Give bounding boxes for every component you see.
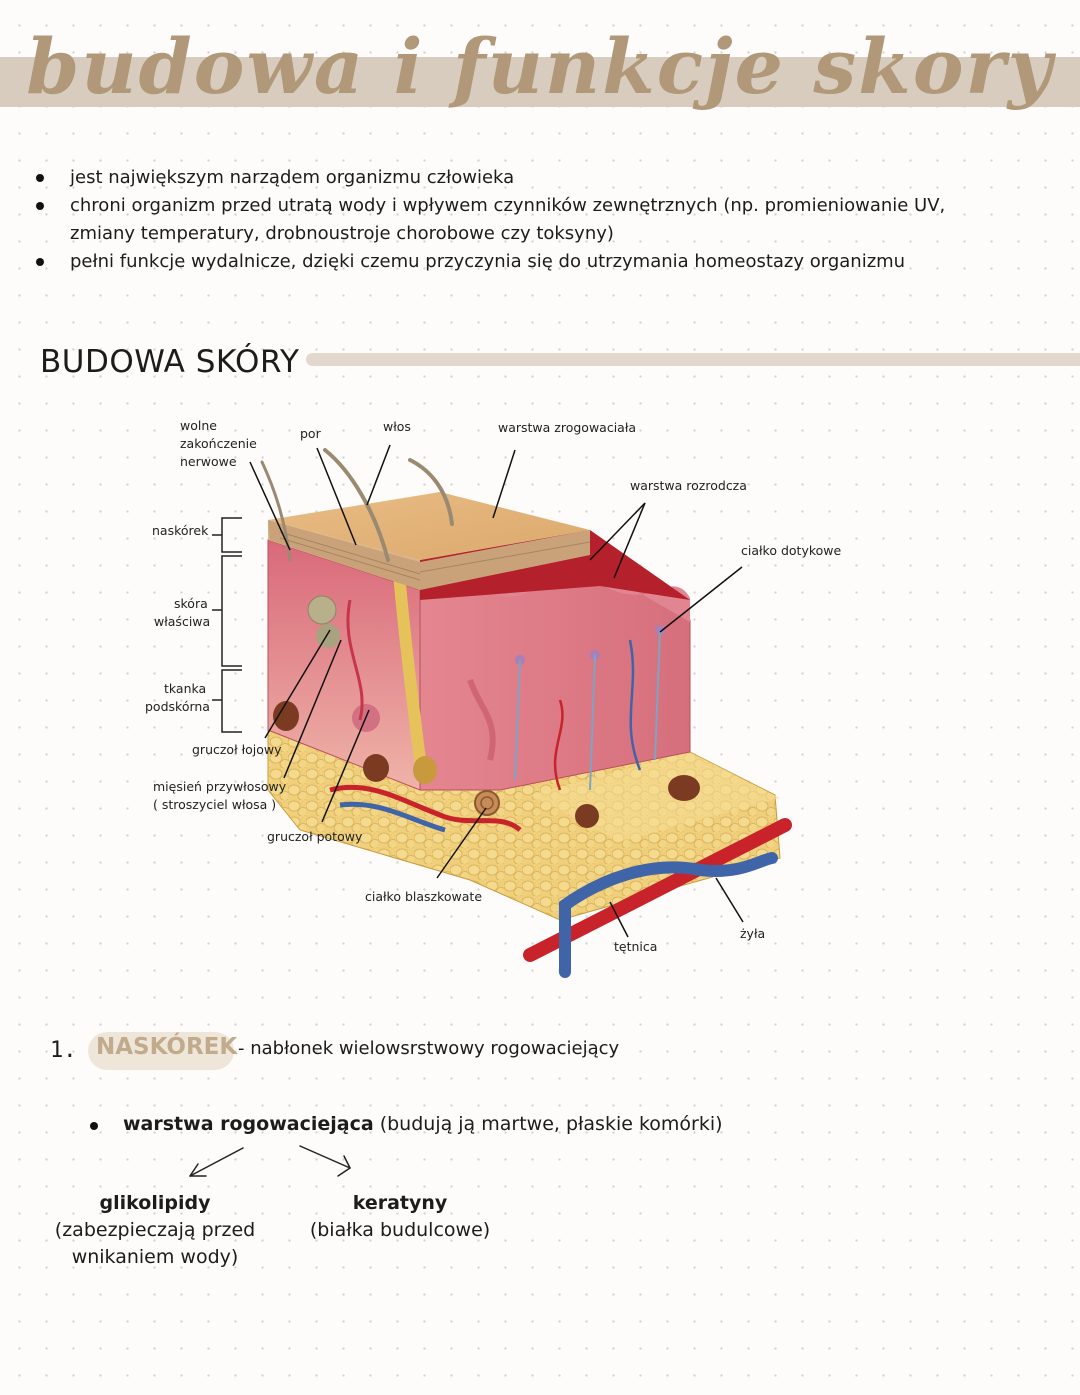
title-band [0,57,1080,107]
branch-desc: wnikaniem wody) [71,1246,239,1268]
bullet-dot [90,1122,98,1130]
label-warstwa-zrogowaciala: warstwa zrogowaciała [498,420,636,435]
section-number: 1. [50,1038,77,1063]
list-item: pełni funkcje wydalnicze, dzięki czemu p… [0,248,1080,276]
layer-bullet: warstwa rogowaciejąca (budują ją martwe,… [123,1113,723,1135]
list-item-text: jest największym narządem organizmu czło… [70,167,515,188]
layer-name: warstwa rogowaciejąca [123,1113,374,1135]
list-item: chroni organizm przed utratą wody i wpły… [0,192,1080,248]
list-item-text: pełni funkcje wydalnicze, dzięki czemu p… [70,251,906,272]
list-item: jest największym narządem organizmu czło… [0,164,1080,192]
epidermis-block [268,492,591,590]
blood-vessels [329,784,792,978]
term-naskorek: NASKÓREK [96,1034,238,1060]
layer-description: (budują ją martwe, płaskie komórki) [373,1113,723,1135]
label-miesien-przywlosowy: ( stroszyciel włosa ) [153,797,276,812]
label-tkanka-podskorna: tkanka [164,681,206,696]
label-cialko-dotykowe: ciałko dotykowe [741,543,842,558]
intro-list: jest największym narządem organizmu czło… [0,164,1080,276]
label-tkanka-podskorna: podskórna [145,699,210,714]
branch-desc: (zabezpieczają przed [54,1219,256,1241]
page-title: budowa i funkcje skory [26,22,1054,111]
branch-keratyny: keratyny (białka budulcowe) [300,1190,500,1244]
term-highlight [88,1032,234,1070]
bullet-dot [36,202,44,210]
label-wolne-zakonczenie: wolne [180,418,217,433]
branch-title: keratyny [352,1192,448,1214]
label-skora-wlasciwa: skóra [174,596,208,611]
label-wlos: włos [383,419,411,434]
label-zyla: żyła [740,926,765,941]
label-por: por [300,426,322,441]
label-wolne-zakonczenie: nerwowe [180,454,237,469]
list-item-text: chroni organizm przed utratą wody i wpły… [70,195,946,244]
label-miesien-przywlosowy: mięsień przywłosowy [153,779,287,794]
branch-glikolipidy: glikolipidy (zabezpieczają przed wnikani… [40,1190,270,1271]
label-tetnica: tętnica [614,939,657,954]
label-gruczol-lojowy: gruczoł łojowy [192,742,282,757]
label-gruczol-potowy: gruczoł potowy [267,829,363,844]
section-title: BUDOWA SKÓRY [40,344,300,380]
dermis-layer [267,514,691,791]
label-warstwa-rozrodcza: warstwa rozrodcza [630,478,747,493]
bullet-dot [36,258,44,266]
branch-desc: (białka budulcowe) [309,1219,491,1241]
branch-title: glikolipidy [99,1192,211,1214]
term-definition: - nabłonek wielowsrstwowy rogowaciejący [238,1038,620,1059]
label-naskorek: naskórek [152,523,209,538]
label-skora-wlasciwa: właściwa [154,614,210,629]
bullet-dot [36,174,44,182]
section-rule [306,353,1080,366]
label-cialko-blaszkowate: ciałko blaszkowate [365,889,482,904]
label-wolne-zakonczenie: zakończenie [180,436,257,451]
